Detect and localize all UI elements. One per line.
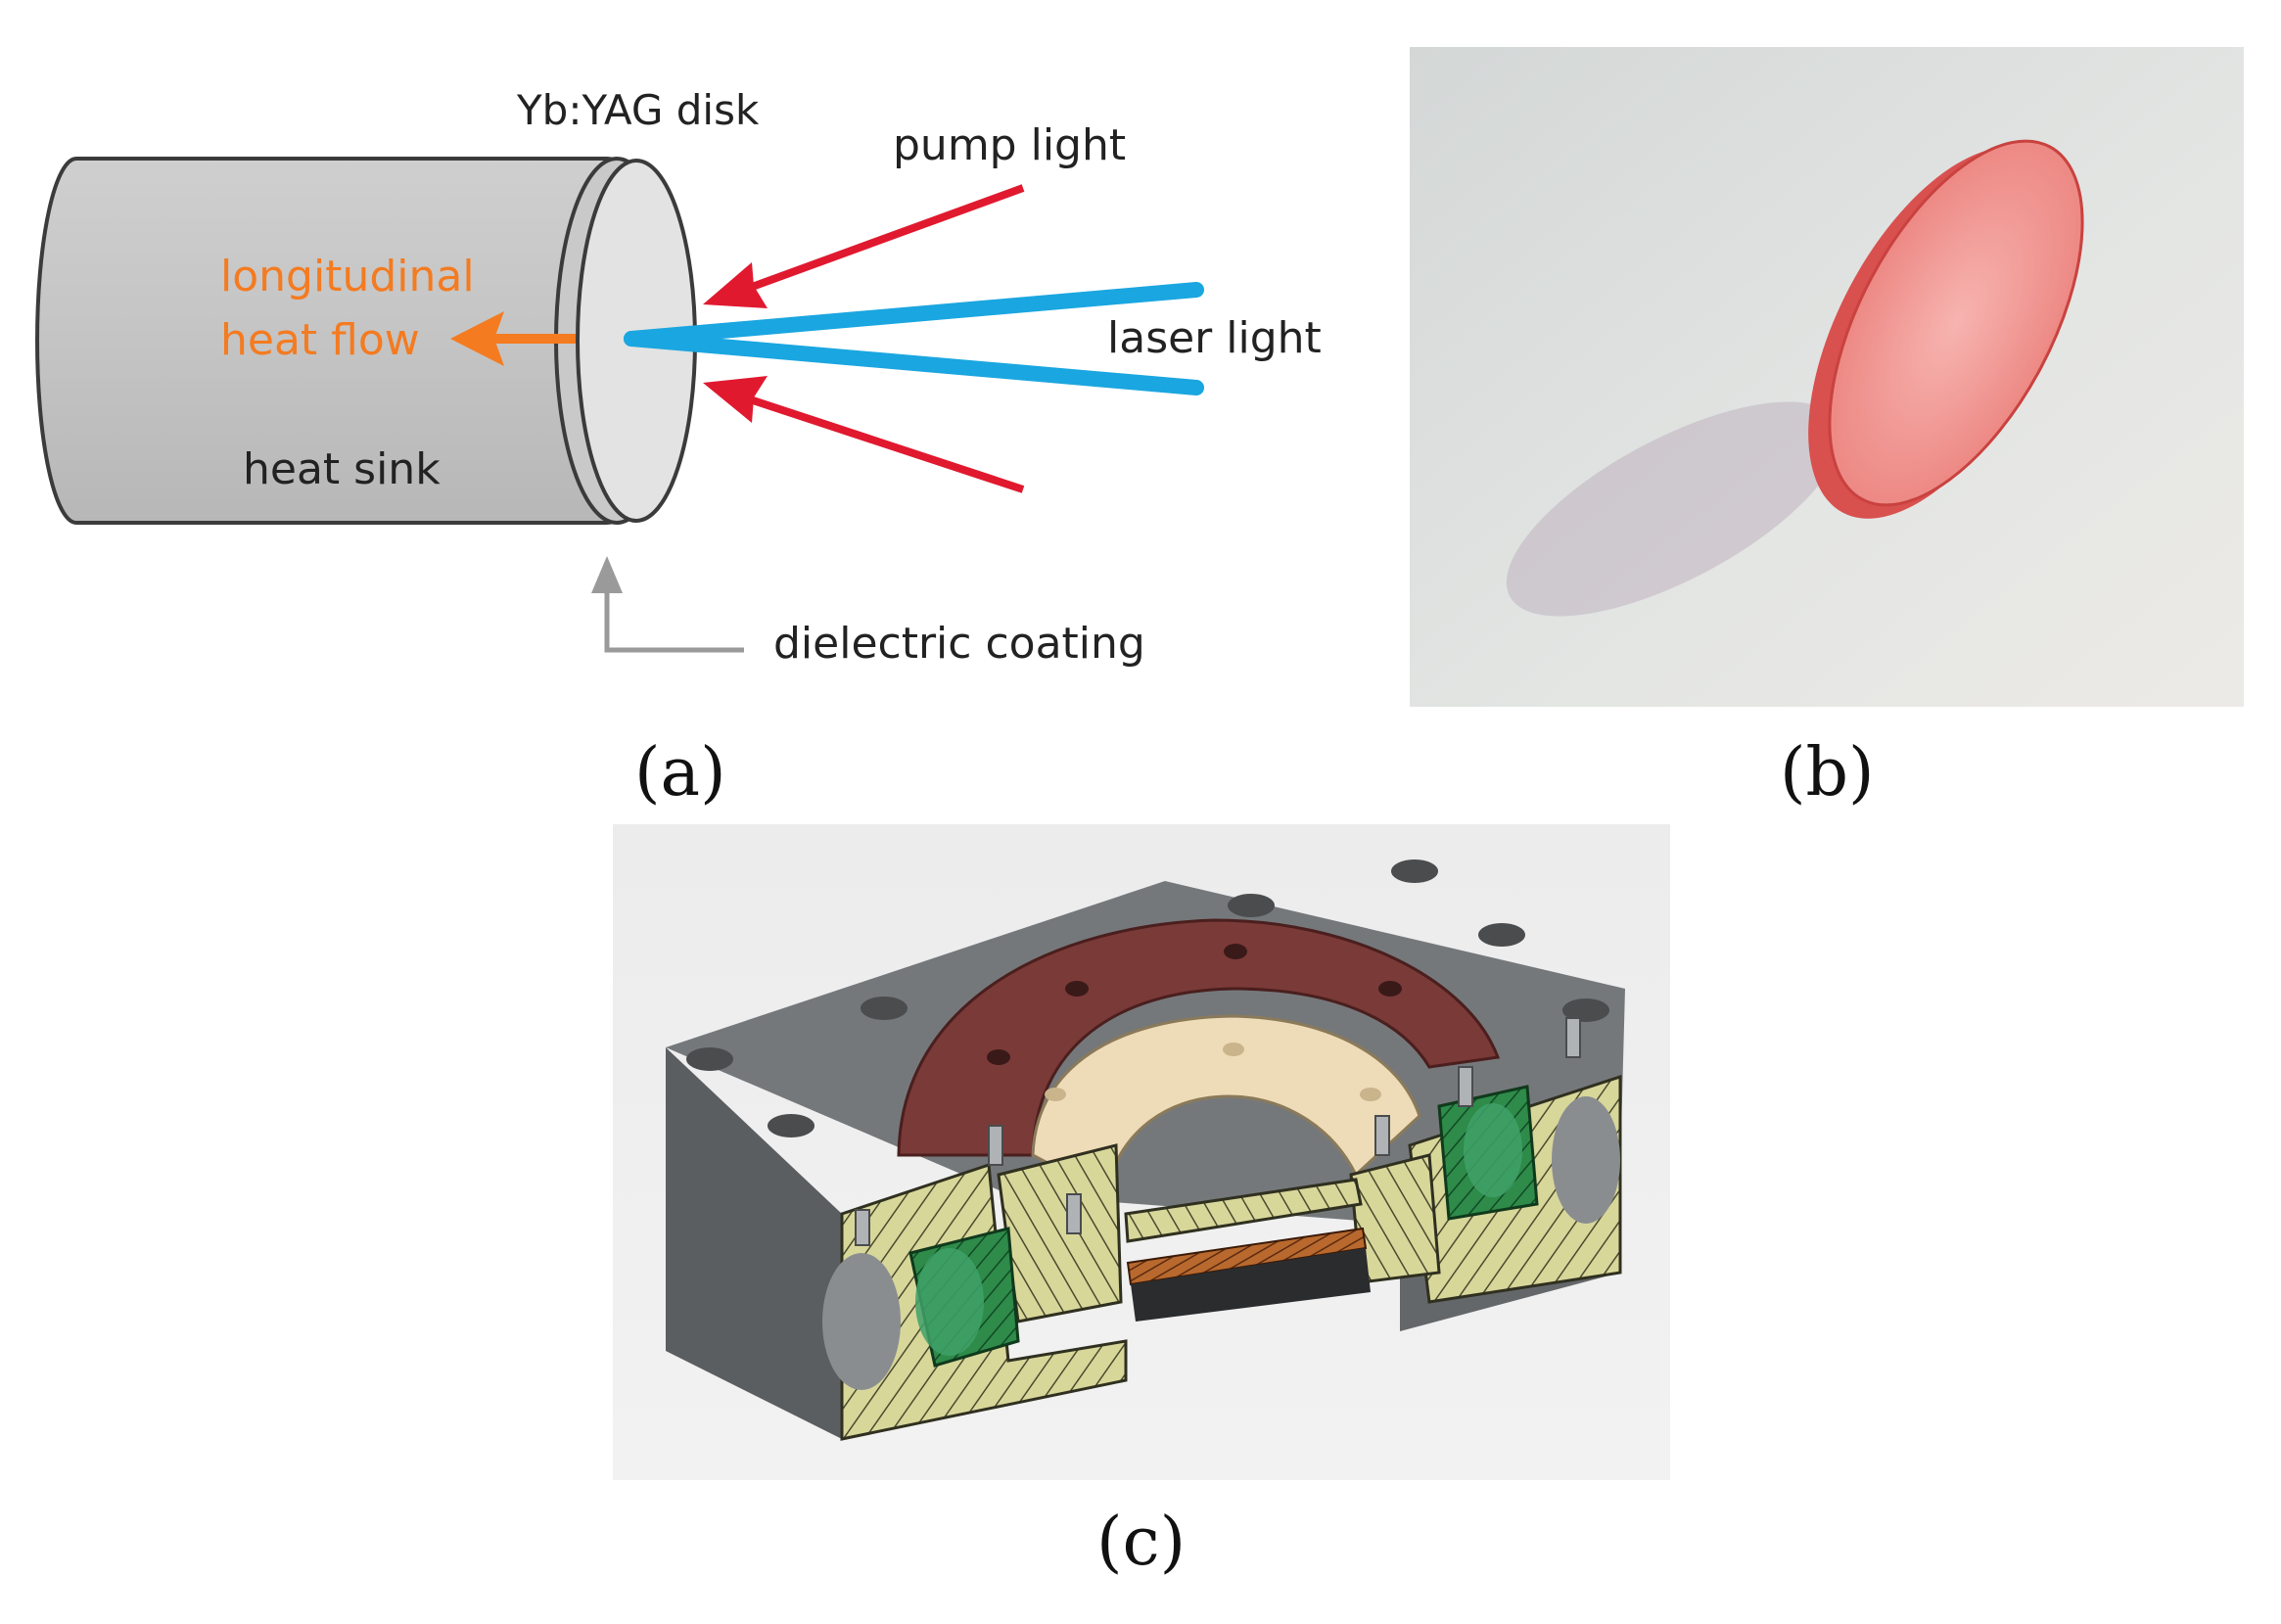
label-ybyag-disk: Yb:YAG disk: [516, 86, 760, 134]
label-laser-light: laser light: [1107, 313, 1322, 363]
panel-b-disk-photo: (b): [1410, 47, 2244, 812]
mount-flange: [897, 918, 1501, 1157]
panel-a-thin-disk-schematic: Yb:YAG disk pump light laser light longi…: [35, 86, 1322, 812]
label-longitudinal: longitudinal: [220, 252, 475, 302]
label-pump-light: pump light: [893, 120, 1126, 170]
disk-carrier-section: [1124, 1178, 1363, 1243]
disk-shadow: [1506, 401, 1842, 617]
laser-light-beam: [624, 282, 1204, 395]
label-heat-sink: heat sink: [243, 444, 441, 494]
housing-front-face: [666, 1047, 842, 1439]
lens-right-face: [1464, 1103, 1522, 1197]
pump-light-arrow-lower: [703, 376, 1025, 493]
caption-a: (a): [634, 734, 726, 812]
label-dielectric-coating: dielectric coating: [773, 619, 1145, 669]
inner-insert: [1031, 1014, 1421, 1197]
pump-light-arrow-upper: [703, 184, 1025, 308]
housing-bore-left: [822, 1253, 901, 1390]
heat-flow-arrow: [450, 311, 576, 366]
coating-pointer-arrow: [591, 556, 744, 653]
caption-b: (b): [1780, 734, 1875, 812]
housing-bolt-holes: [686, 859, 1609, 1137]
section-left-inner: [997, 1143, 1123, 1323]
flange-holes: [987, 944, 1402, 1065]
insert-holes: [1045, 1043, 1381, 1101]
housing-bore-right: [1552, 1096, 1620, 1224]
panel-c-cad-cutaway: (c): [613, 824, 1670, 1581]
label-heat-flow: heat flow: [220, 315, 420, 365]
disk-crystal-face: [1828, 139, 2084, 507]
caption-c: (c): [1096, 1504, 1186, 1581]
lens-left-face: [915, 1248, 984, 1356]
bottom-cavity: [1131, 1248, 1371, 1322]
mounting-screws: [855, 1017, 1581, 1246]
